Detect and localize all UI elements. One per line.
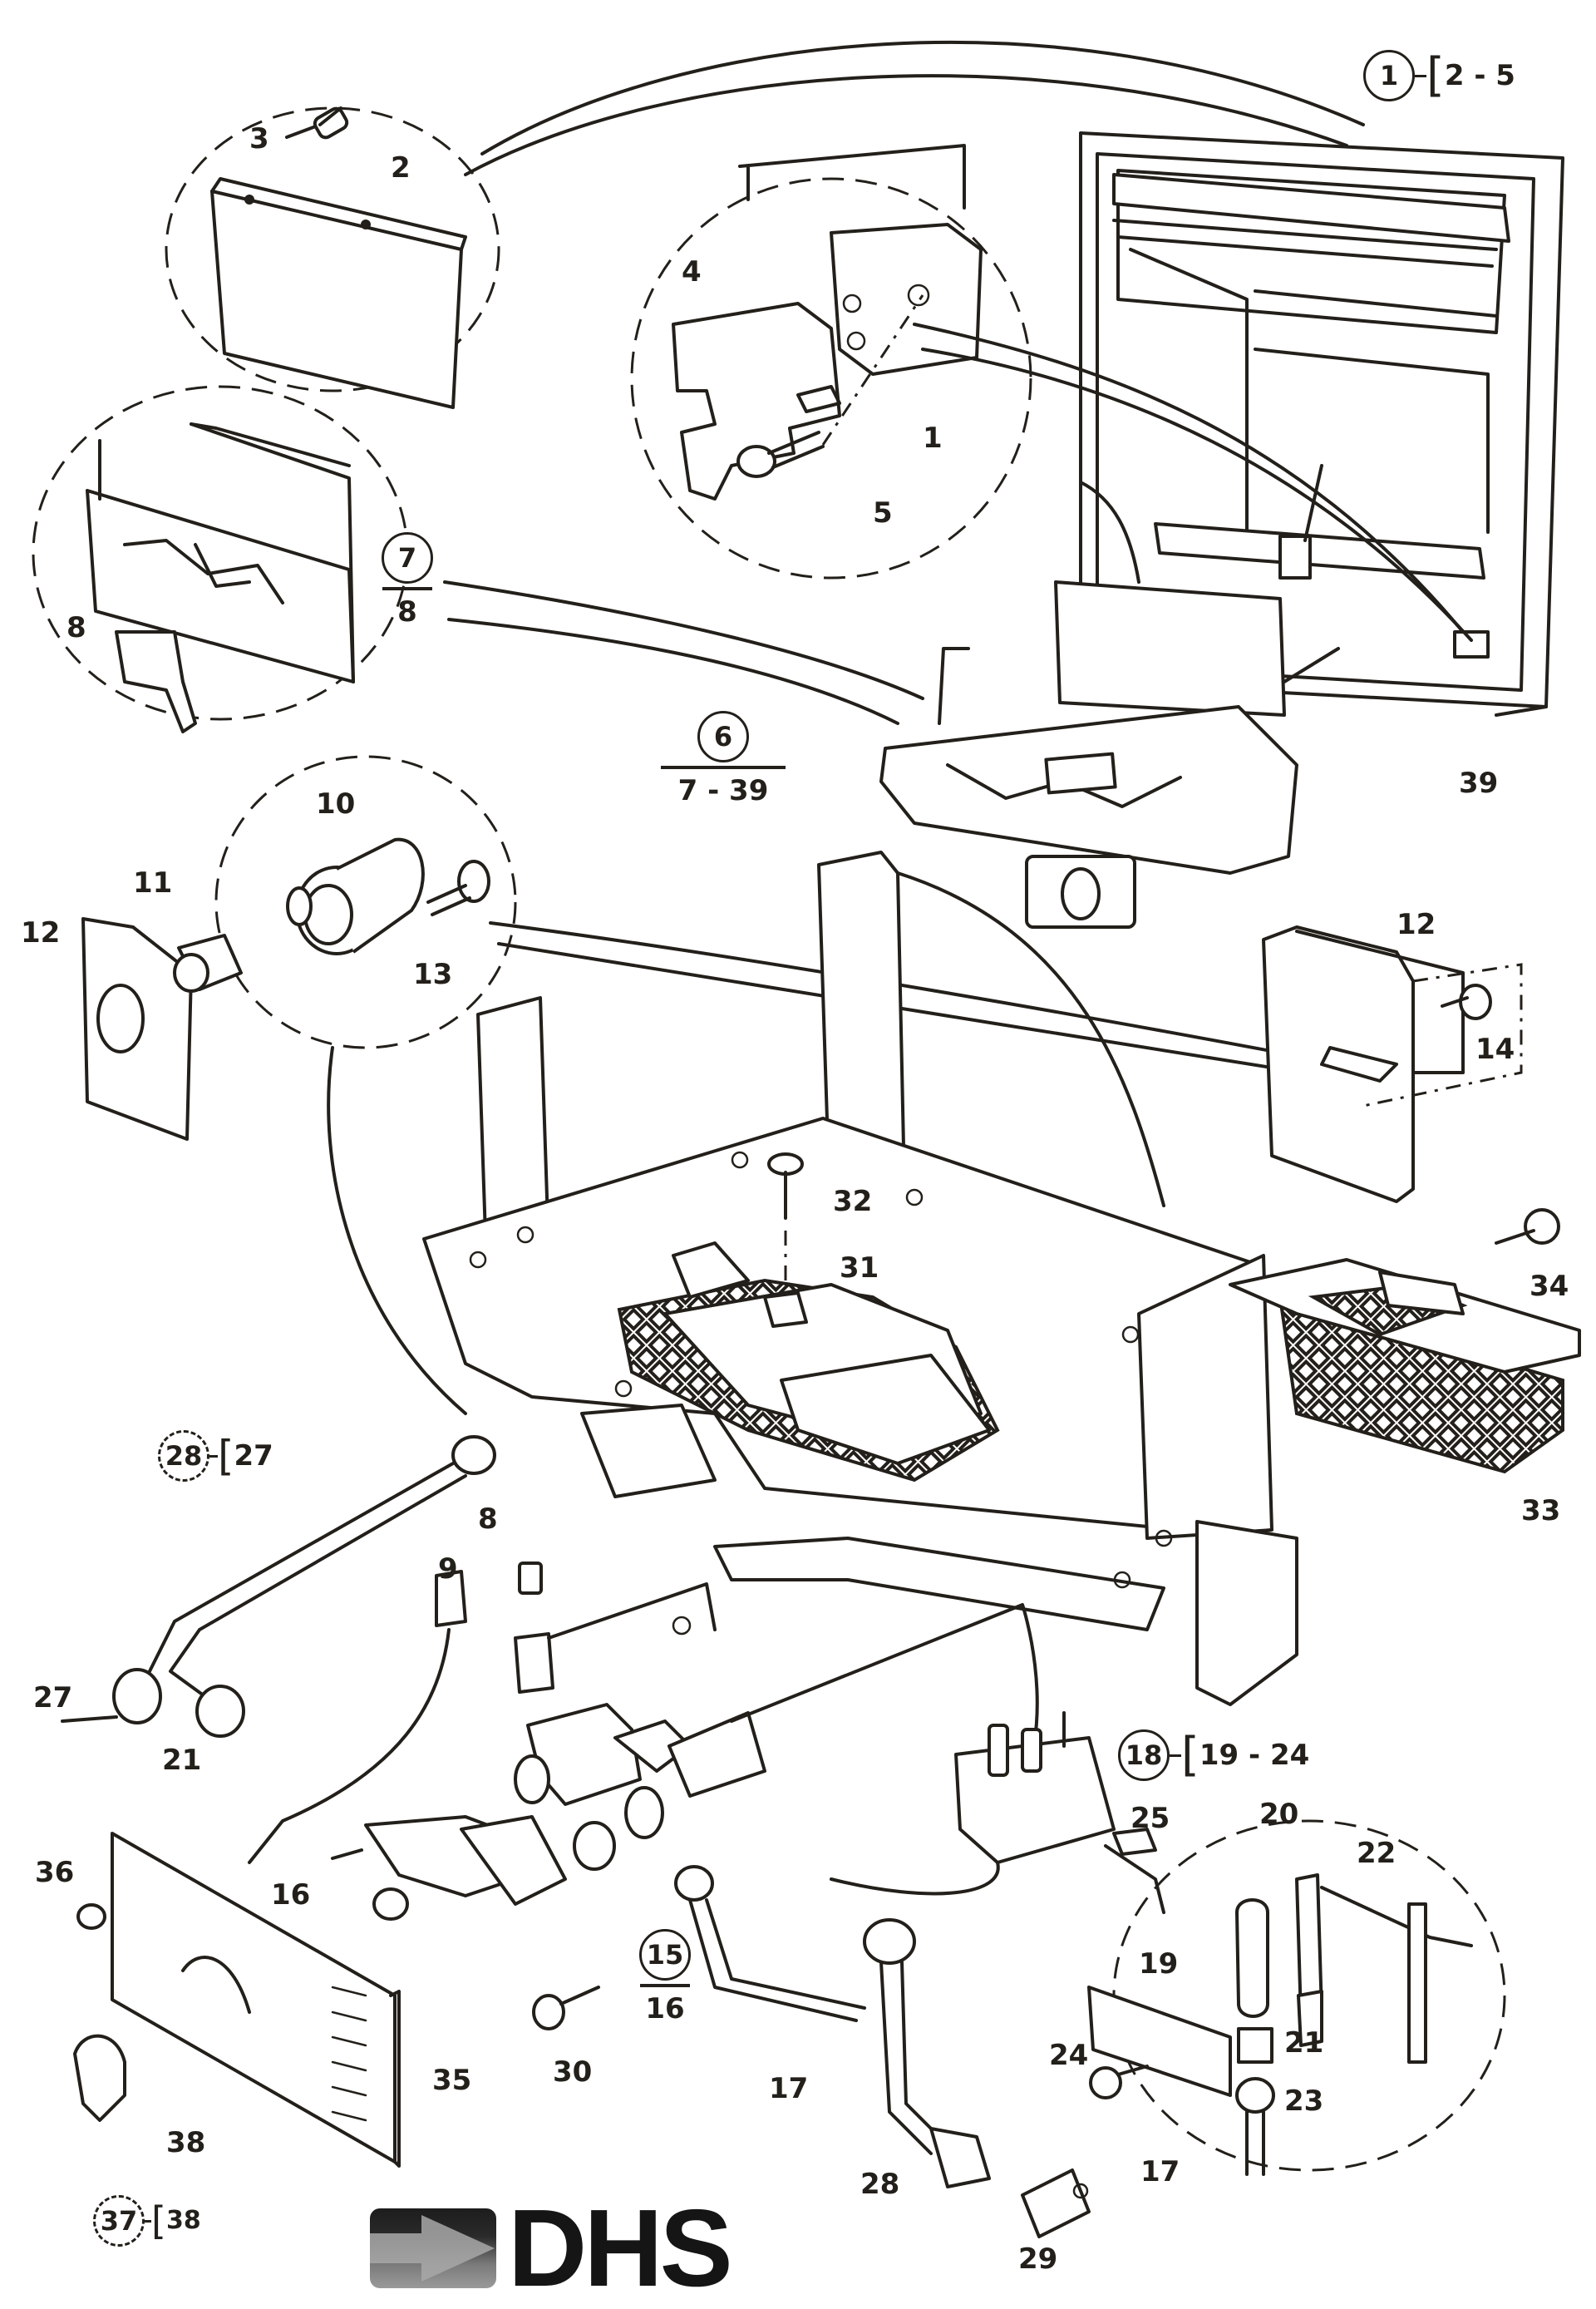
- callout-label: 33: [1521, 1494, 1561, 1527]
- part-frame-1: [1079, 131, 1564, 717]
- callout-label: 39: [1459, 767, 1499, 800]
- callout-label: 29: [1018, 2242, 1058, 2276]
- callout-label: 4: [682, 255, 702, 289]
- detail-fret-7: [32, 385, 409, 733]
- callout-label: 20: [1259, 1798, 1299, 1831]
- detail-ignition-10: [81, 755, 1365, 1415]
- screw-icon: [285, 106, 349, 140]
- assembly-callout-knob: 37 [ 38: [93, 2195, 201, 2247]
- detail-bracket-4: [630, 144, 1032, 580]
- brand-name: DHS: [508, 2187, 733, 2309]
- callout-label: 3: [249, 122, 269, 155]
- callout-label: 8: [66, 611, 86, 644]
- part-box-12: [1262, 925, 1523, 1203]
- callout-label: 35: [432, 2064, 472, 2097]
- connector-arc-top: [464, 40, 1365, 176]
- assembly-parent-circle: 6: [697, 711, 749, 762]
- part-mesh-tray-33: [1229, 1208, 1581, 1474]
- callout-label: 23: [1284, 2085, 1324, 2118]
- part-gas-valve-15: [248, 1562, 1039, 1871]
- callout-label: 21: [162, 1744, 202, 1777]
- screw-icon: [426, 860, 490, 916]
- part-pilot-18: [830, 1711, 1506, 2176]
- assembly-callout-top-right: 1 [ 2 - 5: [1363, 50, 1515, 101]
- assembly-parent-circle: 37: [93, 2195, 145, 2247]
- callout-label: 28: [860, 2168, 900, 2201]
- callout-label: 27: [33, 1681, 73, 1714]
- callout-label: 34: [1530, 1270, 1569, 1303]
- assembly-range: 19 - 24: [1199, 1739, 1310, 1772]
- assembly-children: 16: [645, 1992, 685, 2025]
- callout-label: 16: [271, 1878, 311, 1912]
- assembly-callout-valve: 15 16: [636, 1929, 694, 2025]
- right-arrow-icon: [370, 2208, 496, 2288]
- assembly-range: 27: [234, 1439, 273, 1473]
- callout-label: 17: [1140, 2155, 1180, 2188]
- callout-label: 22: [1357, 1837, 1396, 1870]
- callout-label: 13: [413, 958, 453, 991]
- assembly-callout-burner: 6 7 - 39: [657, 711, 790, 807]
- detail-plate-2: [165, 106, 500, 409]
- spark-plug-icon: [173, 934, 243, 993]
- callout-label: 12: [1396, 908, 1436, 941]
- assembly-parent-circle: 1: [1363, 50, 1415, 101]
- callout-label: 10: [316, 787, 356, 821]
- assembly-range: 38: [165, 2206, 201, 2235]
- callout-label: 36: [35, 1856, 75, 1889]
- callout-label: 30: [553, 2055, 593, 2089]
- callout-label: 8: [478, 1502, 498, 1536]
- callout-label: 17: [769, 2072, 809, 2105]
- part-firebox: [422, 851, 1298, 1706]
- assembly-callout-pilot: 18 [ 19 - 24: [1118, 1729, 1309, 1781]
- callout-label: 11: [133, 866, 173, 900]
- callout-label: 32: [833, 1185, 873, 1218]
- part-control-16: [331, 1815, 567, 1921]
- leader-lines-bracket: [913, 323, 1473, 642]
- callout-label: 1: [923, 422, 943, 455]
- callout-label: 38: [166, 2126, 206, 2159]
- igniter-icon: [286, 837, 425, 955]
- part-front-panel-35: [73, 1832, 401, 2168]
- brand-logo: DHS: [370, 2193, 835, 2303]
- callout-label: 21: [1284, 2026, 1324, 2060]
- bolt-icon: [736, 294, 924, 478]
- part-gas-pipe-27: [61, 1435, 496, 1738]
- callout-label: 5: [873, 496, 893, 530]
- callout-label: 9: [438, 1552, 458, 1586]
- callout-label: 31: [840, 1251, 879, 1285]
- screw-icon: [767, 1152, 804, 1285]
- assembly-parent-circle: 28: [158, 1430, 209, 1482]
- assembly-parent-circle: 7: [382, 532, 433, 584]
- assembly-children: 8: [397, 595, 417, 629]
- assembly-callout-pipe: 28 [ 27: [158, 1430, 273, 1482]
- part-pipe-17: [532, 1865, 1091, 2238]
- callout-label: 14: [1475, 1033, 1515, 1066]
- assembly-parent-circle: 18: [1118, 1729, 1170, 1781]
- callout-label: 12: [21, 916, 61, 950]
- assembly-parent-circle: 15: [639, 1929, 691, 1981]
- callout-label: 24: [1049, 2039, 1089, 2072]
- callout-label: 19: [1139, 1947, 1179, 1981]
- part-burner-tray-6: [443, 580, 1340, 929]
- assembly-range: 2 - 5: [1444, 59, 1515, 92]
- assembly-callout-fret: 7 8: [374, 532, 441, 629]
- assembly-children: 7 - 39: [677, 774, 769, 807]
- callout-label: 25: [1130, 1802, 1170, 1835]
- callout-label: 2: [391, 151, 411, 185]
